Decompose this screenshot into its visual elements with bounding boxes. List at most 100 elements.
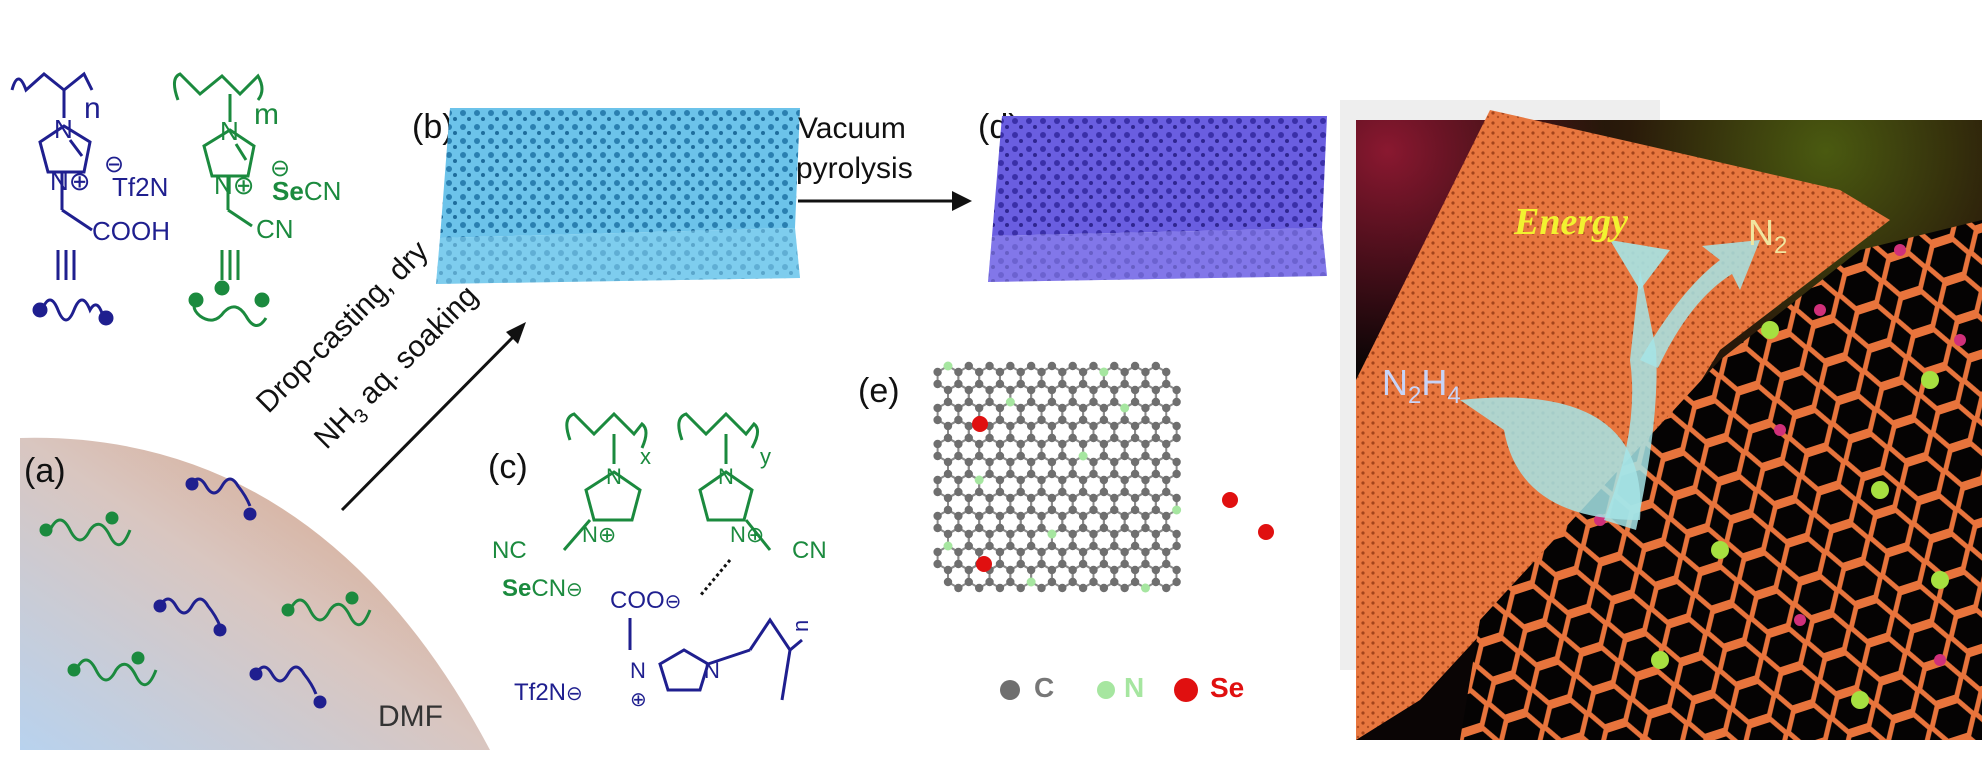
doped-carbon-lattice [933, 361, 1274, 593]
carbon-atom [1078, 439, 1088, 449]
carbon-atom [1078, 415, 1088, 425]
tf2n-text: Tf2N [514, 679, 566, 706]
carbon-atom [1078, 547, 1088, 557]
carbon-atom [1016, 559, 1025, 569]
carbon-atom [1068, 385, 1077, 395]
poly1-anion: Tf2N [112, 172, 168, 202]
carbon-atom [1026, 433, 1036, 443]
carbon-atom [954, 547, 963, 557]
carbon-atom [943, 505, 953, 515]
carbon-atom [995, 475, 1005, 485]
panel-e-label: (e) [858, 372, 900, 410]
carbon-atom [1047, 457, 1057, 467]
carbon-atom [1120, 367, 1129, 377]
carbon-atom [1068, 361, 1077, 371]
carbon-atom [995, 487, 1005, 497]
selenium-atom [976, 556, 992, 572]
carbon-atom [1037, 451, 1046, 461]
carbon-atom [1151, 541, 1161, 551]
carbon-atom [1162, 547, 1171, 557]
carbon-atom [1110, 397, 1119, 407]
carbon-atom [1047, 577, 1057, 587]
carbon-atom [1120, 475, 1129, 485]
carbon-atom [985, 493, 994, 503]
repeat-x: x [640, 444, 651, 469]
carbon-atom [1130, 361, 1140, 371]
carbon-atom [1037, 403, 1046, 413]
carbon-atom [954, 511, 963, 521]
carbon-atom [964, 397, 973, 407]
carbon-atom [1068, 469, 1077, 479]
carbon-atom [1058, 547, 1067, 557]
carbon-atom [1026, 529, 1036, 539]
carbon-atom [1172, 565, 1181, 575]
carbon-atom [1151, 361, 1161, 371]
carbon-atom [954, 451, 963, 461]
carbon-atom [1016, 403, 1025, 413]
carbon-atom [1037, 367, 1046, 377]
carbon-atom [1130, 565, 1140, 575]
carbon-atom [1141, 451, 1150, 461]
reaction-arrow-body [1460, 397, 1641, 520]
carbon-atom [933, 451, 942, 461]
carbon-atom [1058, 475, 1067, 485]
carbon-atom [1151, 385, 1161, 395]
carbon-atom [1099, 511, 1109, 521]
n-top-right: N [718, 464, 734, 489]
carbon-atom [1130, 397, 1140, 407]
carbon-atom [995, 415, 1005, 425]
carbon-atom [1120, 523, 1129, 533]
carbon-atom [1089, 577, 1098, 587]
carbon-atom [1110, 469, 1119, 479]
pyrolysis-arrow [798, 191, 972, 211]
carbon-atom [1047, 541, 1057, 551]
carbon-atom [1151, 469, 1161, 479]
carbon-atom [985, 529, 994, 539]
carbon-atom [985, 469, 994, 479]
carbon-atom [943, 457, 953, 467]
carbon-atom [1130, 433, 1140, 443]
carbon-atom [964, 565, 973, 575]
carbon-atom [933, 547, 942, 557]
carbon-atom [1110, 361, 1119, 371]
carbon-atom [1120, 451, 1129, 461]
carbon-atom [1130, 493, 1140, 503]
carbon-atom [1110, 541, 1119, 551]
carbon-atom [964, 361, 973, 371]
carbon-atom [954, 403, 963, 413]
carbon-atom [1089, 529, 1098, 539]
step2-line1: Vacuum [798, 112, 906, 145]
selenium-atom [1222, 492, 1238, 508]
cn-ionic-polymer [173, 72, 270, 327]
carbon-atom [1006, 493, 1015, 503]
carbon-atom [1006, 565, 1015, 575]
carbon-atom [954, 487, 963, 497]
carbon-atom [1141, 403, 1150, 413]
carbon-atom [1089, 385, 1098, 395]
n-plus-bottom: N [630, 658, 646, 683]
carbon-atom [1047, 397, 1057, 407]
plus-bottom: ⊕ [630, 689, 647, 711]
carbon-atom [1037, 523, 1046, 533]
carbon-atom [1016, 451, 1025, 461]
solvent-label: DMF [378, 700, 443, 733]
carbon-atom [1006, 385, 1015, 395]
carbon-atom [1047, 565, 1057, 575]
carbon-atom [1058, 451, 1067, 461]
carbon-atom [974, 547, 984, 557]
carbon-atom [954, 439, 963, 449]
carbon-atom [1141, 439, 1150, 449]
carbon-atom [1078, 403, 1088, 413]
carbon-atom [1026, 469, 1036, 479]
nitrogen-atom [943, 361, 953, 371]
carbon-atom [1016, 439, 1025, 449]
carbon-atom [1006, 457, 1015, 467]
poly2-anion: SeCN [272, 176, 341, 206]
carbon-atom [985, 433, 994, 443]
carbon-atom [1151, 493, 1161, 503]
carbon-atom [974, 367, 984, 377]
casting-arrow [340, 322, 526, 512]
carbon-atom [1058, 487, 1067, 497]
secn-label: SeCN⊖ [502, 575, 583, 602]
nitrogen-atom [1026, 577, 1036, 587]
